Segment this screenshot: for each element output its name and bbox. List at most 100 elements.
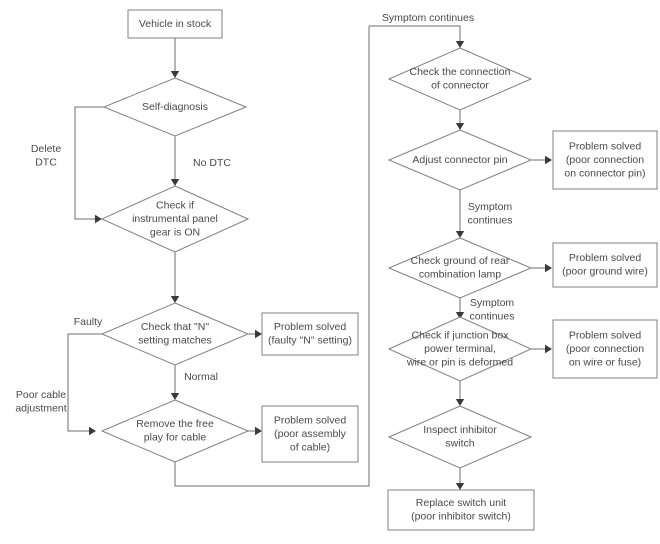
node-rect-shape bbox=[552, 242, 658, 288]
arrow-icon bbox=[170, 296, 180, 303]
node-label-line: Vehicle in stock bbox=[139, 18, 212, 30]
node-problem-solved-ground-wire: Problem solved(poor ground wire) bbox=[552, 242, 658, 288]
edge-label-symptom-continues-2: Symptom continues bbox=[470, 297, 515, 323]
arrow-icon bbox=[170, 179, 180, 186]
node-diamond-shape bbox=[100, 185, 250, 253]
node-label-line: combination lamp bbox=[419, 269, 501, 281]
node-label-line: gear is ON bbox=[150, 226, 200, 238]
edge-label-line: Normal bbox=[184, 371, 218, 383]
edge-label-line: Symptom continues bbox=[382, 12, 474, 24]
node-label-line: of connector bbox=[431, 80, 489, 92]
arrow-icon bbox=[255, 329, 262, 339]
edge-label-line: continues bbox=[470, 311, 515, 323]
arrow-icon bbox=[455, 123, 465, 130]
node-label-line: Adjust connector pin bbox=[412, 154, 507, 166]
edge-label-line: DTC bbox=[35, 157, 57, 169]
arrow-icon bbox=[170, 71, 180, 78]
node-label-line: setting matches bbox=[138, 335, 212, 347]
node-label-line: on wire or fuse) bbox=[569, 356, 641, 368]
node-label-line: Check that "N" bbox=[141, 321, 209, 333]
arrow-icon bbox=[455, 231, 465, 238]
node-label-line: Problem solved bbox=[274, 321, 347, 333]
node-diamond-shape bbox=[100, 399, 250, 463]
node-vehicle-in-stock: Vehicle in stock bbox=[127, 9, 223, 39]
edge-label-no-dtc: No DTC bbox=[193, 157, 231, 169]
node-label-line: Check the connection bbox=[410, 66, 511, 78]
arrow-icon bbox=[455, 399, 465, 406]
node-diamond-shape bbox=[100, 302, 250, 366]
node-label-line: Check if bbox=[156, 199, 194, 211]
node-label-line: (poor assembly bbox=[274, 428, 347, 440]
node-label-line: Check ground of rear bbox=[411, 255, 510, 267]
node-self-diagnosis: Self-diagnosis bbox=[102, 77, 248, 137]
edge-selfdiag-delete-dtc-loop bbox=[74, 106, 104, 220]
edge-symptom-to-connectorcheck bbox=[369, 25, 461, 44]
arrow-icon bbox=[89, 426, 96, 436]
node-rect-shape bbox=[387, 489, 535, 531]
node-label-line: Inspect inhibitor bbox=[423, 424, 497, 436]
edge-label-symptom-continues-1: Symptom continues bbox=[468, 201, 513, 227]
node-label-line: Problem solved bbox=[569, 329, 642, 341]
node-label-line: wire or pin is deformed bbox=[406, 356, 513, 368]
edge-label-line: Faulty bbox=[74, 316, 103, 328]
arrow-icon bbox=[545, 155, 552, 165]
node-label-line: Problem solved bbox=[569, 252, 642, 264]
node-label-line: Remove the free bbox=[136, 418, 214, 430]
node-rect-shape bbox=[261, 405, 359, 463]
node-rect-shape bbox=[552, 319, 658, 379]
edge-label-line: continues bbox=[468, 215, 513, 227]
edge-label-faulty: Faulty bbox=[74, 316, 103, 328]
node-label-line: (faulty "N" setting) bbox=[268, 335, 352, 347]
edge-label-line: No DTC bbox=[193, 157, 231, 169]
node-diamond-shape bbox=[387, 47, 533, 111]
edge-label-line: adjustment bbox=[15, 403, 66, 415]
edges-layer bbox=[67, 25, 552, 490]
edge-removeplay-to-symptom-continues bbox=[174, 26, 370, 487]
node-rect-shape bbox=[127, 9, 223, 39]
node-label-line: (poor connection bbox=[566, 154, 644, 166]
node-label-line: instrumental panel bbox=[132, 213, 218, 225]
node-rect-shape bbox=[552, 130, 658, 190]
arrow-icon bbox=[545, 344, 552, 354]
node-label-line: (poor connection bbox=[566, 343, 644, 355]
edge-label-line: Delete bbox=[31, 143, 62, 155]
node-label-line: Problem solved bbox=[274, 414, 347, 426]
edge-label-line: Symptom bbox=[468, 201, 513, 213]
edge-label-symptom-continues-top: Symptom continues bbox=[382, 12, 474, 24]
node-label-line: (poor inhibitor switch) bbox=[411, 511, 511, 523]
node-label-line: Replace switch unit bbox=[416, 497, 507, 509]
node-label-line: Self-diagnosis bbox=[142, 101, 208, 113]
edge-label-line: Symptom bbox=[470, 297, 515, 309]
node-adjust-connector-pin: Adjust connector pin bbox=[387, 129, 533, 191]
arrow-icon bbox=[95, 214, 102, 224]
node-rect-shape bbox=[261, 312, 359, 356]
node-diamond-shape bbox=[102, 77, 248, 137]
node-label-line: of cable) bbox=[290, 441, 330, 453]
node-label-line: power terminal, bbox=[424, 343, 496, 355]
node-diamond-shape bbox=[387, 129, 533, 191]
node-problem-solved-n-setting: Problem solved (faulty "N" setting) bbox=[261, 312, 359, 356]
node-label-line: on connector pin) bbox=[564, 167, 645, 179]
node-replace-switch-unit: Replace switch unit (poor inhibitor switc… bbox=[387, 489, 535, 531]
arrow-icon bbox=[455, 483, 465, 490]
arrow-icon bbox=[455, 312, 465, 319]
node-check-ground-rear-lamp: Check ground of rear combination lamp bbox=[387, 237, 533, 299]
node-check-n-setting: Check that "N" setting matches bbox=[100, 302, 250, 366]
node-diamond-shape bbox=[387, 405, 533, 469]
node-diamond-shape bbox=[387, 237, 533, 299]
arrow-icon bbox=[455, 41, 465, 48]
edge-label-normal: Normal bbox=[184, 371, 218, 383]
node-label-line: Problem solved bbox=[569, 140, 642, 152]
